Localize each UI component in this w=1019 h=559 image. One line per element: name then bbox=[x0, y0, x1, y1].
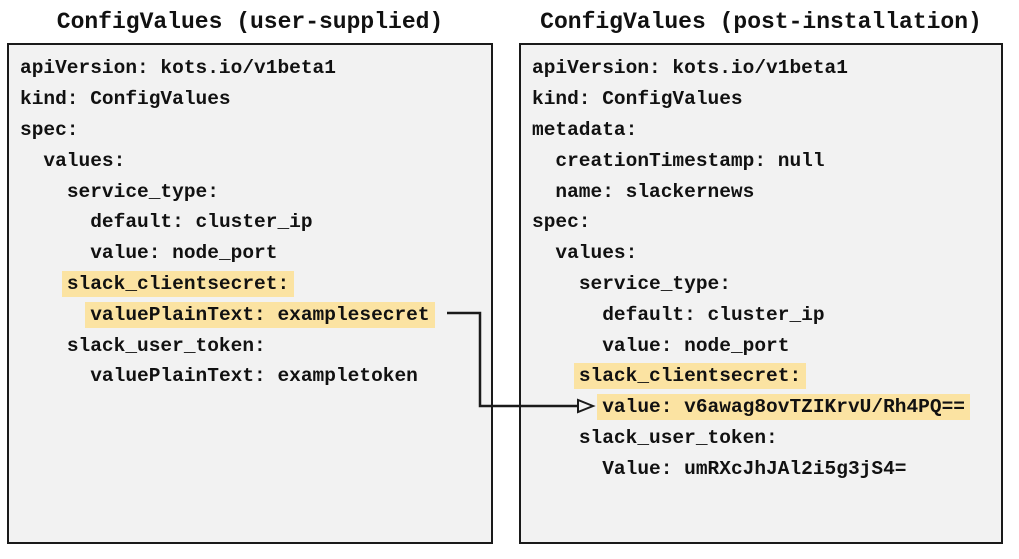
code-line: kind: ConfigValues bbox=[532, 84, 997, 115]
code-line: spec: bbox=[532, 207, 997, 238]
code-text: kind: ConfigValues bbox=[20, 88, 231, 111]
code-text: default: cluster_ip bbox=[90, 211, 313, 234]
code-text: service_type: bbox=[66, 180, 219, 203]
code-line: value: node_port bbox=[532, 330, 997, 361]
highlighted-code-text: slack_clientsecret: bbox=[61, 270, 295, 297]
code-line: slack_clientsecret: bbox=[532, 361, 997, 392]
code-line: valuePlainText: exampletoken bbox=[20, 361, 487, 392]
code-text: kind: ConfigValues bbox=[532, 88, 743, 111]
code-line: spec: bbox=[20, 115, 487, 146]
code-text: values: bbox=[43, 149, 126, 172]
code-indent bbox=[20, 181, 67, 203]
code-line: values: bbox=[532, 238, 997, 269]
code-indent bbox=[532, 427, 579, 449]
code-text: Value: umRXcJhJAl2i5g3jS4= bbox=[602, 457, 907, 480]
code-line: slack_clientsecret: bbox=[20, 269, 487, 300]
code-indent bbox=[20, 150, 43, 172]
code-indent bbox=[20, 211, 90, 233]
code-line: slack_user_token: bbox=[532, 423, 997, 454]
code-indent bbox=[532, 150, 555, 172]
code-line: service_type: bbox=[532, 269, 997, 300]
code-indent bbox=[532, 242, 555, 264]
code-indent bbox=[532, 304, 602, 326]
code-text: metadata: bbox=[532, 118, 638, 141]
post-installation-codebox: apiVersion: kots.io/v1beta1 kind: ConfigV… bbox=[519, 43, 1003, 544]
panel-title-post-installation: ConfigValues (post-installation) bbox=[540, 8, 982, 35]
code-indent bbox=[20, 242, 90, 264]
code-text: creationTimestamp: null bbox=[555, 149, 825, 172]
code-line: Value: umRXcJhJAl2i5g3jS4= bbox=[532, 453, 997, 484]
panel-title-user-supplied: ConfigValues (user-supplied) bbox=[56, 8, 444, 35]
code-line: kind: ConfigValues bbox=[20, 84, 487, 115]
code-line: default: cluster_ip bbox=[532, 299, 997, 330]
code-indent bbox=[532, 181, 555, 203]
code-line: value: node_port bbox=[20, 238, 487, 269]
code-text: values: bbox=[555, 242, 638, 265]
code-text: slack_user_token: bbox=[66, 334, 266, 357]
code-line: creationTimestamp: null bbox=[532, 145, 997, 176]
code-indent bbox=[532, 396, 602, 418]
code-text: spec: bbox=[532, 211, 591, 234]
user-supplied-codebox: apiVersion: kots.io/v1beta1 kind: ConfigV… bbox=[7, 43, 493, 544]
code-text: valuePlainText: exampletoken bbox=[90, 365, 418, 388]
code-text: value: node_port bbox=[90, 242, 278, 265]
code-text: slack_user_token: bbox=[578, 426, 778, 449]
user-supplied-panel: ConfigValues (user-supplied) apiVersion:… bbox=[7, 0, 493, 544]
code-indent bbox=[532, 273, 579, 295]
code-text: name: slackernews bbox=[555, 180, 755, 203]
highlighted-code-text: value: v6awag8ovTZIKrvU/Rh4PQ== bbox=[597, 394, 970, 421]
code-text: apiVersion: kots.io/v1beta1 bbox=[20, 57, 336, 80]
code-line: service_type: bbox=[20, 176, 487, 207]
code-line: values: bbox=[20, 145, 487, 176]
code-line: metadata: bbox=[532, 115, 997, 146]
code-text: service_type: bbox=[578, 272, 731, 295]
code-indent bbox=[20, 273, 67, 295]
code-indent bbox=[20, 335, 67, 357]
code-line: valuePlainText: examplesecret bbox=[20, 299, 487, 330]
code-line: default: cluster_ip bbox=[20, 207, 487, 238]
code-text: apiVersion: kots.io/v1beta1 bbox=[532, 57, 848, 80]
highlighted-code-text: slack_clientsecret: bbox=[573, 363, 807, 390]
code-text: default: cluster_ip bbox=[602, 303, 825, 326]
code-text: spec: bbox=[20, 118, 79, 141]
code-line: name: slackernews bbox=[532, 176, 997, 207]
post-installation-panel: ConfigValues (post-installation) apiVers… bbox=[519, 0, 1003, 544]
code-line: apiVersion: kots.io/v1beta1 bbox=[20, 53, 487, 84]
code-indent bbox=[532, 365, 579, 387]
code-line: slack_user_token: bbox=[20, 330, 487, 361]
code-line: value: v6awag8ovTZIKrvU/Rh4PQ== bbox=[532, 392, 997, 423]
code-line: apiVersion: kots.io/v1beta1 bbox=[532, 53, 997, 84]
code-indent bbox=[20, 365, 90, 387]
code-indent bbox=[20, 304, 90, 326]
code-indent bbox=[532, 458, 602, 480]
code-text: value: node_port bbox=[602, 334, 790, 357]
code-indent bbox=[532, 335, 602, 357]
highlighted-code-text: valuePlainText: examplesecret bbox=[85, 301, 435, 328]
